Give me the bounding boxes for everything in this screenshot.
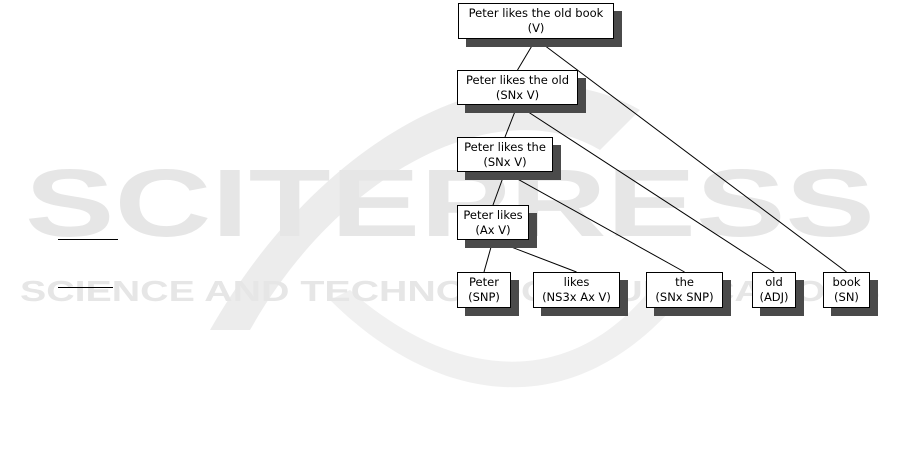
node-tag: (V): [528, 21, 545, 36]
node-text: Peter: [469, 275, 499, 290]
tree-leaf-book: book (SN): [823, 272, 870, 308]
node-tag: (SNx V): [483, 155, 526, 170]
tree-node-level2: Peter likes the old (SNx V): [457, 70, 578, 105]
node-tag: (SNx SNP): [655, 290, 713, 305]
node-text: old: [765, 275, 783, 290]
node-text: book: [832, 275, 860, 290]
tree-leaf-likes: likes (NS3x Ax V): [533, 272, 620, 308]
node-text: the: [675, 275, 694, 290]
node-tag: (SNx V): [496, 88, 539, 103]
node-text: Peter likes the old: [466, 73, 569, 88]
tree-node-level4: Peter likes (Ax V): [457, 205, 529, 240]
node-text: Peter likes the old book: [469, 6, 604, 21]
tree-leaf-old: old (ADJ): [752, 272, 796, 308]
node-text: Peter likes the: [464, 140, 546, 155]
node-tag: (SN): [834, 290, 859, 305]
tree-node-root: Peter likes the old book (V): [458, 3, 614, 39]
node-tag: (ADJ): [759, 290, 788, 305]
node-text: Peter likes: [463, 208, 522, 223]
tree-leaf-peter: Peter (SNP): [457, 272, 511, 308]
tree-node-level3: Peter likes the (SNx V): [457, 137, 553, 172]
node-text: likes: [564, 275, 590, 290]
tree-edge: [536, 39, 847, 272]
node-tag: (Ax V): [475, 223, 510, 238]
node-tag: (NS3x Ax V): [542, 290, 611, 305]
tree-leaf-the: the (SNx SNP): [646, 272, 723, 308]
node-tag: (SNP): [468, 290, 500, 305]
